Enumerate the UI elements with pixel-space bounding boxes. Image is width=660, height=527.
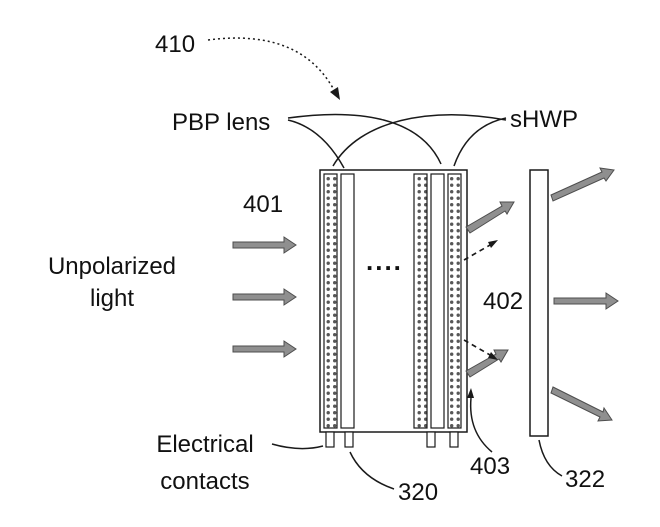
leader-403: [469, 397, 493, 453]
leader-shwp-left: [332, 114, 507, 167]
dashed-rays-402: [463, 240, 498, 360]
leader-320: [349, 451, 395, 490]
leader-lines: [207, 37, 563, 490]
electrical-contact-tab-4: [449, 431, 459, 448]
label-401: 401: [243, 191, 283, 218]
label-electrical-contacts-line2: contacts: [160, 468, 249, 495]
leader-shwp-right: [453, 117, 507, 167]
label-pbp-lens: PBP lens: [172, 109, 270, 136]
leader-pbp-left: [287, 119, 345, 169]
input-light-arrow-3: [232, 340, 297, 358]
intermediate-arrow-bottom: [465, 349, 509, 378]
leader-410-head: [330, 87, 340, 100]
leader-410: [207, 37, 335, 91]
input-light-arrow-2: [232, 288, 297, 306]
pbp-lens-slab-left: [340, 173, 355, 429]
leader-322: [538, 439, 563, 477]
dashed-ray-lower: [463, 339, 491, 356]
label-402: 402: [483, 288, 523, 315]
leader-pbp-right: [287, 113, 442, 165]
label-320: 320: [398, 479, 438, 506]
label-shwp: sHWP: [510, 106, 578, 133]
label-403: 403: [470, 453, 510, 480]
pbp-lens-slab-right: [430, 173, 445, 429]
output-plate-322: [529, 169, 549, 437]
label-electrical-contacts-line1: Electrical: [156, 431, 253, 458]
electrical-contact-tab-1: [325, 431, 335, 448]
dashed-ray-upper-head: [488, 240, 498, 248]
lens-stack-assembly: ....: [319, 169, 468, 448]
label-unpolarized-light-line2: light: [90, 285, 134, 312]
electrical-contact-tab-2: [344, 431, 354, 448]
output-arrow-middle: [553, 292, 619, 310]
output-arrow-top: [550, 167, 615, 202]
intermediate-arrow-top: [465, 201, 515, 234]
electrical-contact-tab-3: [426, 431, 436, 448]
output-light-arrows: [550, 167, 619, 422]
label-410: 410: [155, 31, 195, 58]
label-322: 322: [565, 466, 605, 493]
shwp-slab-left: [323, 173, 338, 429]
output-arrow-bottom: [550, 386, 613, 422]
label-unpolarized-light-line1: Unpolarized: [48, 253, 176, 280]
leader-electrical-contacts: [271, 443, 324, 450]
repetition-ellipsis: ....: [366, 246, 403, 276]
shwp-slab-right: [413, 173, 428, 429]
intermediate-light-arrows: [465, 201, 515, 378]
shwp-slab-output: [447, 173, 462, 429]
input-light-arrows: [232, 236, 297, 358]
dashed-ray-upper: [463, 244, 491, 261]
leader-403-head: [467, 388, 474, 398]
dashed-ray-lower-head: [488, 352, 498, 360]
input-light-arrow-1: [232, 236, 297, 254]
